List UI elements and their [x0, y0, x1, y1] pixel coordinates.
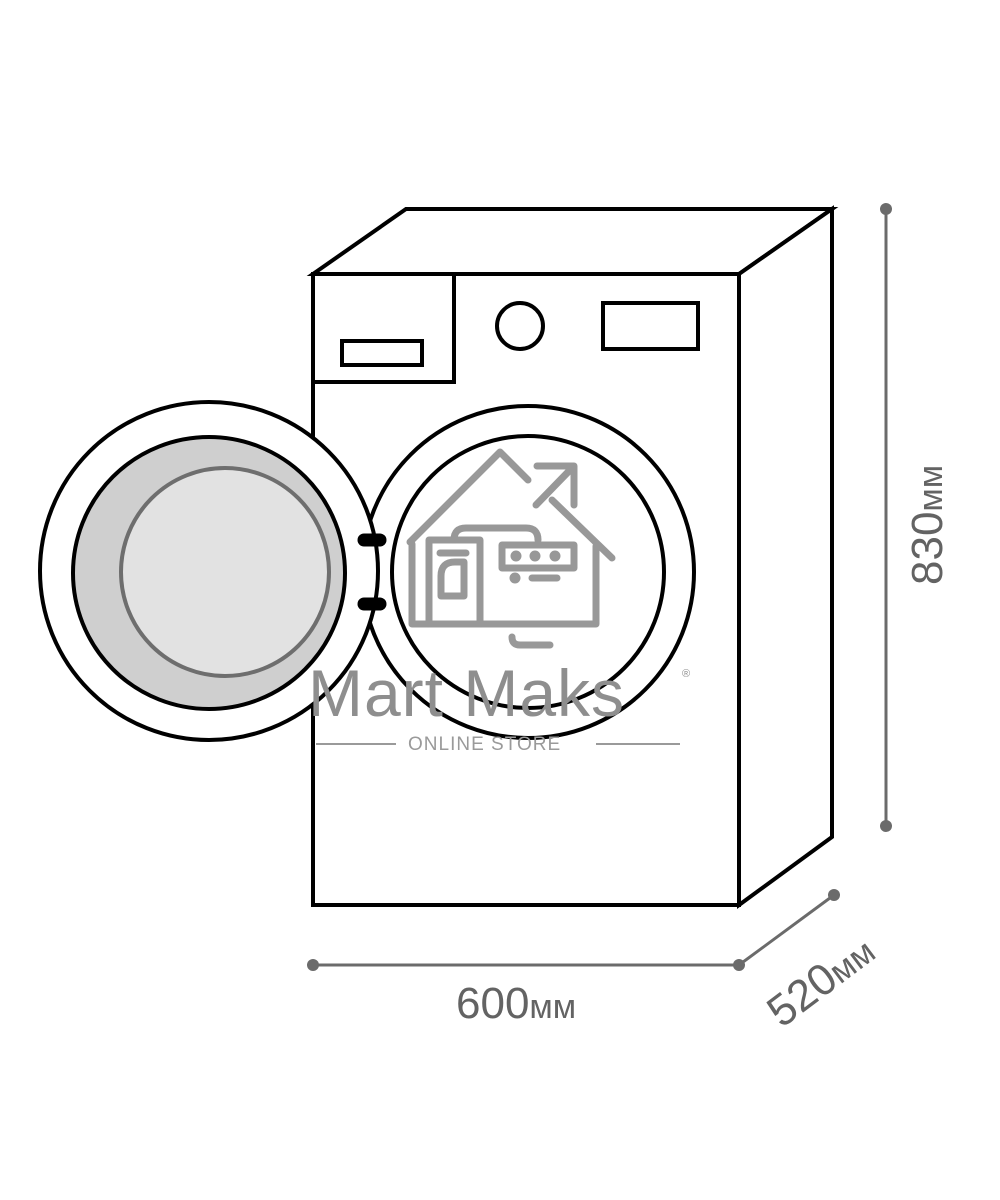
door-glass-inner — [119, 466, 331, 678]
house-appliances-arrow-icon — [406, 448, 616, 649]
width-label: 600мм — [456, 982, 576, 1026]
width-value: 600 — [456, 979, 530, 1028]
display-panel — [601, 301, 700, 351]
detergent-drawer — [311, 272, 456, 384]
height-label: 830мм — [903, 464, 952, 585]
height-unit: мм — [912, 464, 950, 512]
program-knob — [495, 301, 545, 351]
watermark-registered-mark: ® — [682, 668, 691, 680]
height-value: 830 — [903, 511, 952, 585]
drawer-handle — [340, 339, 424, 367]
watermark-brand: Mart Maks — [308, 656, 626, 730]
side-face — [737, 205, 834, 909]
width-unit: мм — [529, 988, 577, 1026]
open-door — [38, 400, 380, 742]
depth-dimension-line — [738, 893, 835, 967]
drum-inner-ring — [390, 434, 666, 710]
dimension-lines — [307, 203, 892, 971]
door-hinges — [357, 533, 387, 611]
watermark-tagline: ONLINE STORE — [408, 734, 562, 755]
